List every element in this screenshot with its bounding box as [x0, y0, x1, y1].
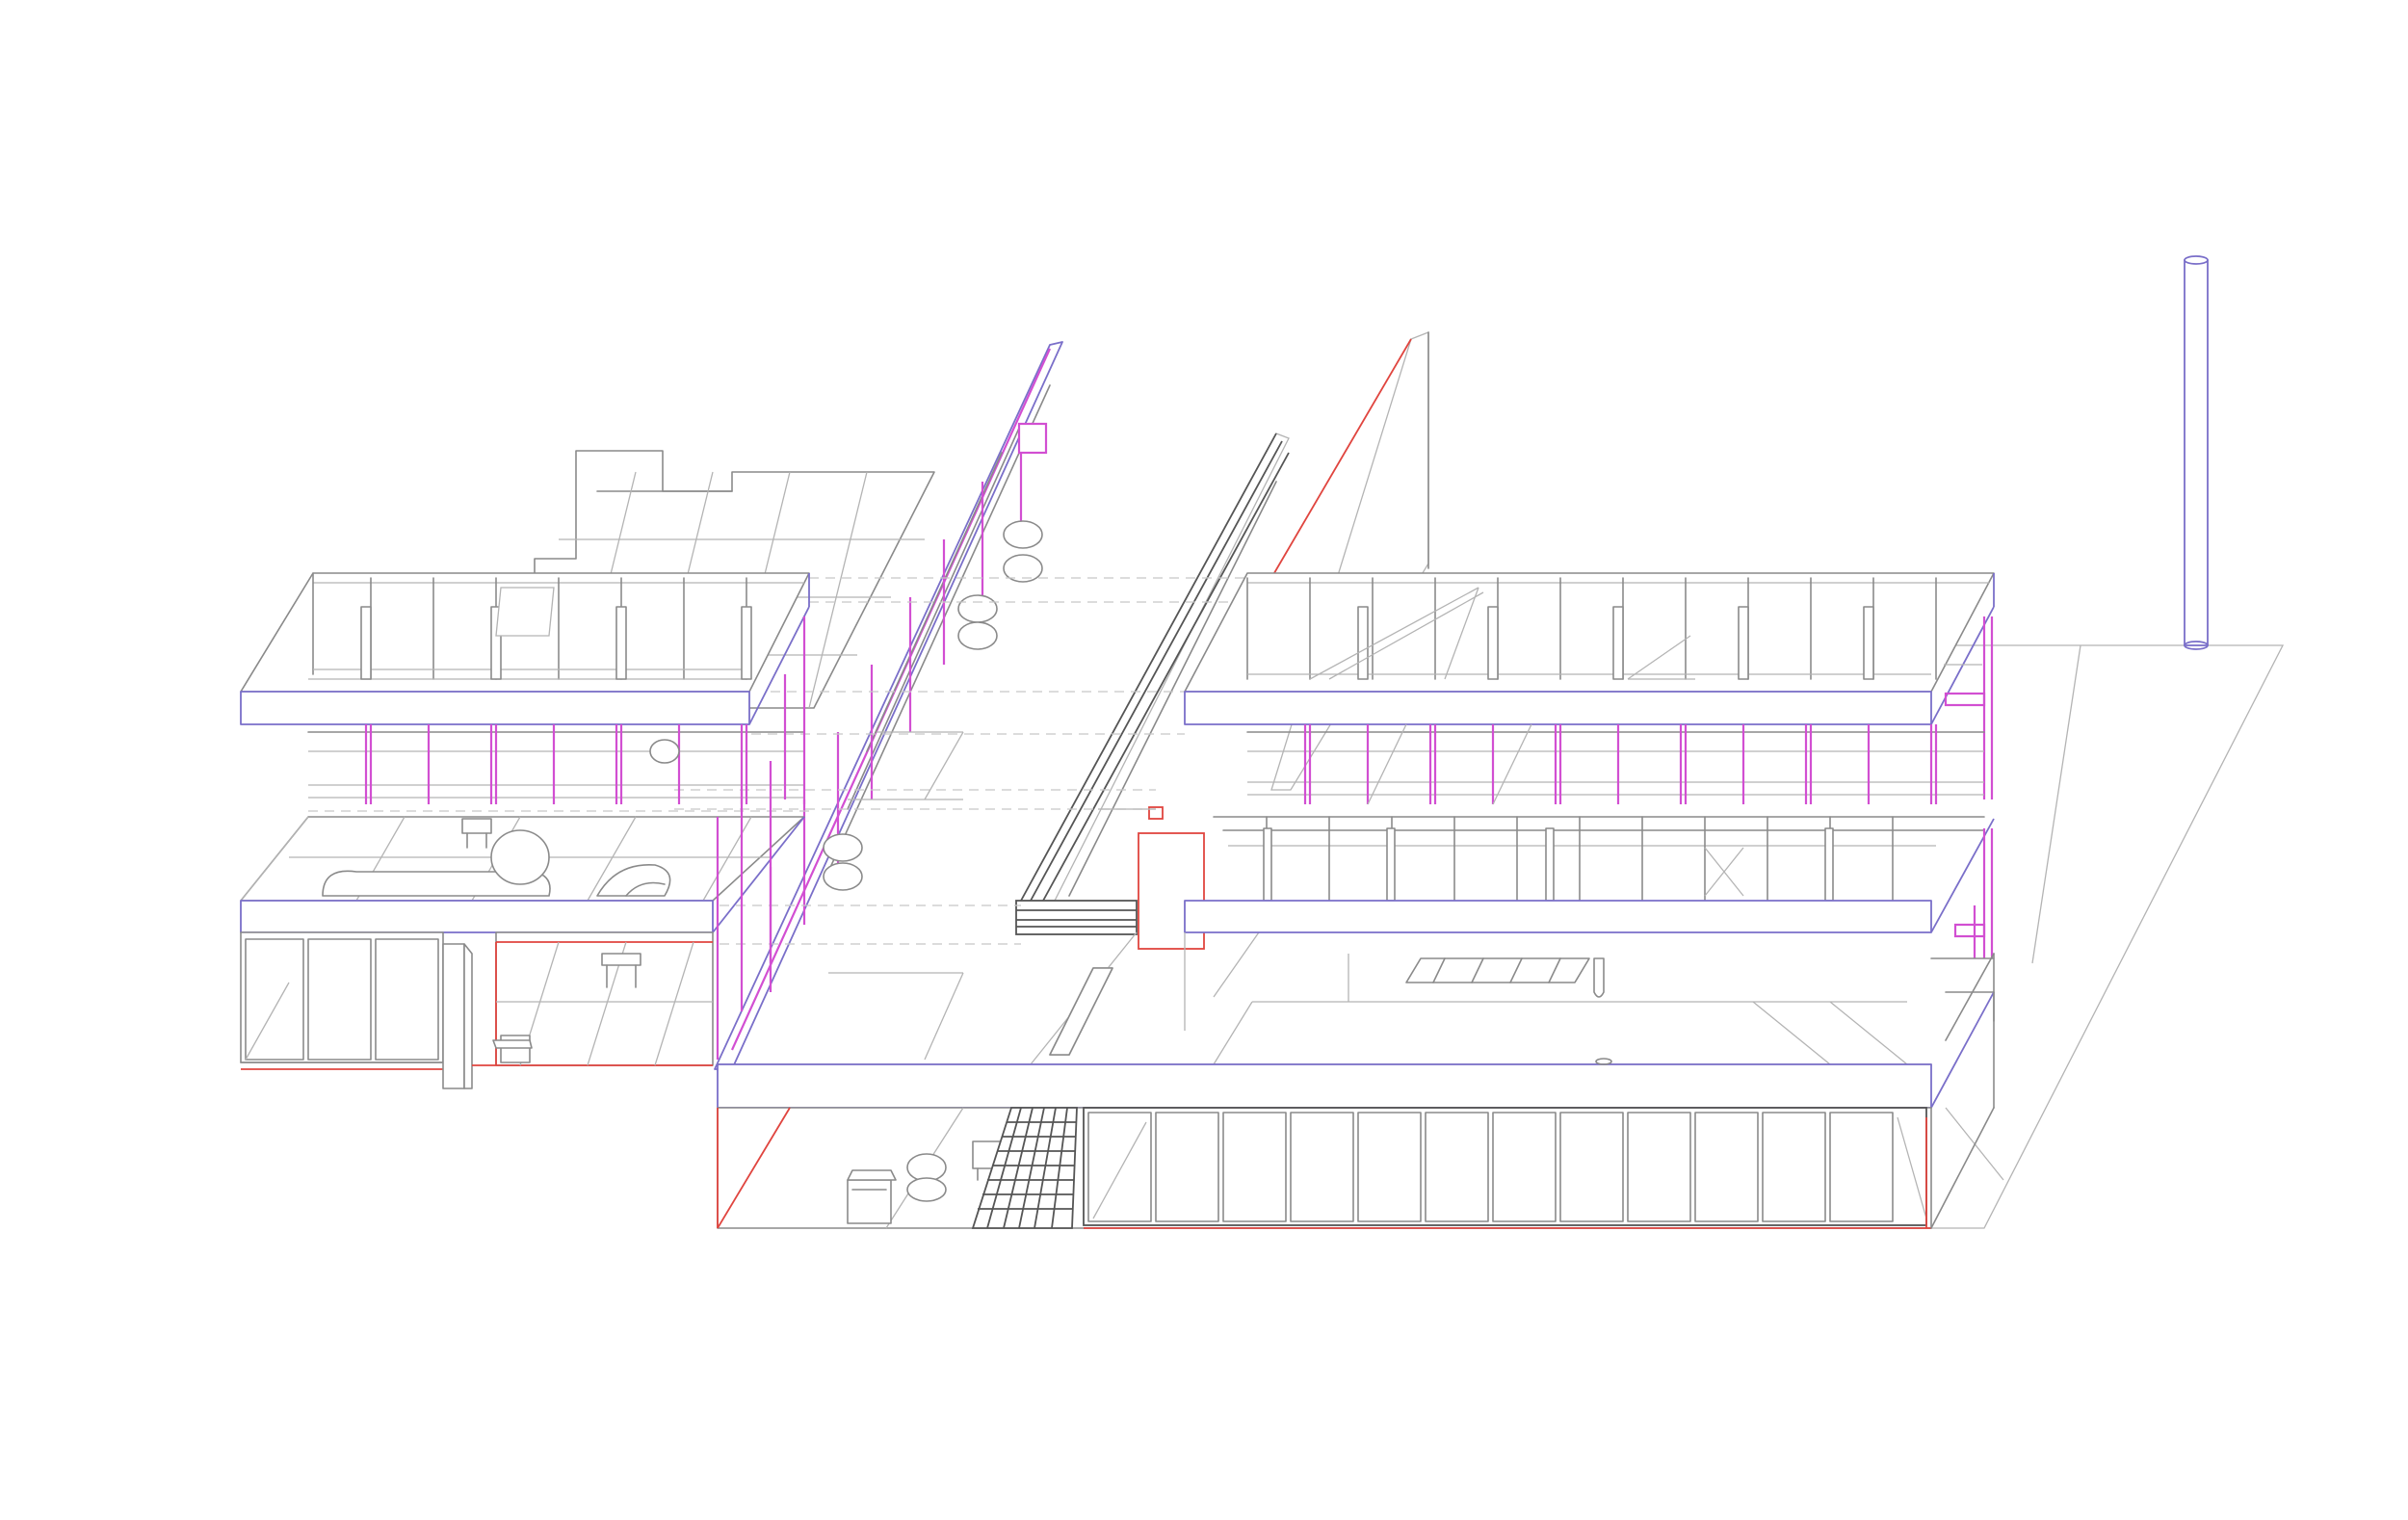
front-podium-block	[717, 931, 1995, 1229]
right-middle-glazing	[1246, 723, 1985, 805]
left-building-block	[240, 572, 810, 1089]
left-ground-glazing	[240, 931, 714, 1089]
right-lower-interior	[1213, 816, 1985, 1065]
right-upper-glazing	[1246, 577, 1989, 680]
chimney-stack	[2184, 255, 2209, 650]
right-building-block	[1184, 572, 1995, 1065]
left-upper-glazing	[308, 572, 804, 680]
paving-grid	[971, 1107, 1078, 1229]
left-middle-glazing	[307, 616, 809, 812]
front-shopfront-glazing	[1083, 1107, 1931, 1229]
